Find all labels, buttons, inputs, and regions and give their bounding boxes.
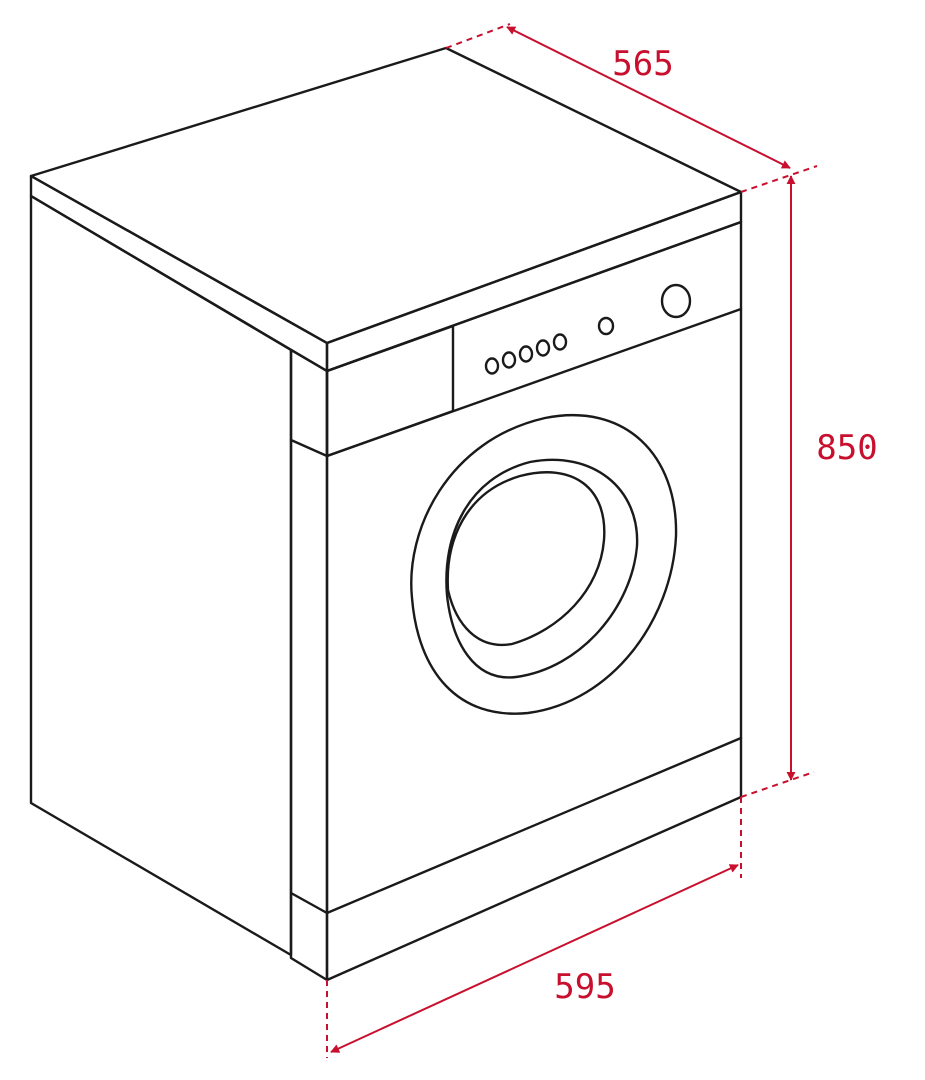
program-button bbox=[535, 339, 551, 357]
program-button bbox=[552, 333, 568, 351]
dimension-lines bbox=[326, 23, 818, 1058]
top-front-edge bbox=[325, 190, 743, 373]
detergent-drawer bbox=[325, 324, 455, 458]
side-panel bbox=[29, 194, 293, 957]
depth-dimension-line bbox=[506, 26, 791, 169]
program-button bbox=[484, 357, 500, 375]
width-dimension-line bbox=[330, 864, 739, 1053]
corner-strip bbox=[289, 348, 329, 982]
door bbox=[410, 413, 678, 715]
program-button bbox=[518, 345, 534, 363]
front-panel bbox=[325, 220, 743, 982]
depth-label: 565 bbox=[612, 44, 673, 84]
program-button bbox=[501, 351, 517, 369]
door-outer-ring bbox=[410, 413, 678, 715]
program-buttons bbox=[484, 333, 568, 375]
washing-machine-body bbox=[29, 46, 743, 982]
program-dial bbox=[660, 283, 692, 319]
door-glass bbox=[446, 471, 606, 647]
height-label: 850 bbox=[816, 428, 877, 468]
top-panel bbox=[29, 46, 743, 345]
indicator-light bbox=[597, 316, 615, 336]
top-side-edge bbox=[29, 174, 329, 373]
width-label: 595 bbox=[554, 967, 615, 1007]
door-middle-ring bbox=[445, 458, 639, 679]
